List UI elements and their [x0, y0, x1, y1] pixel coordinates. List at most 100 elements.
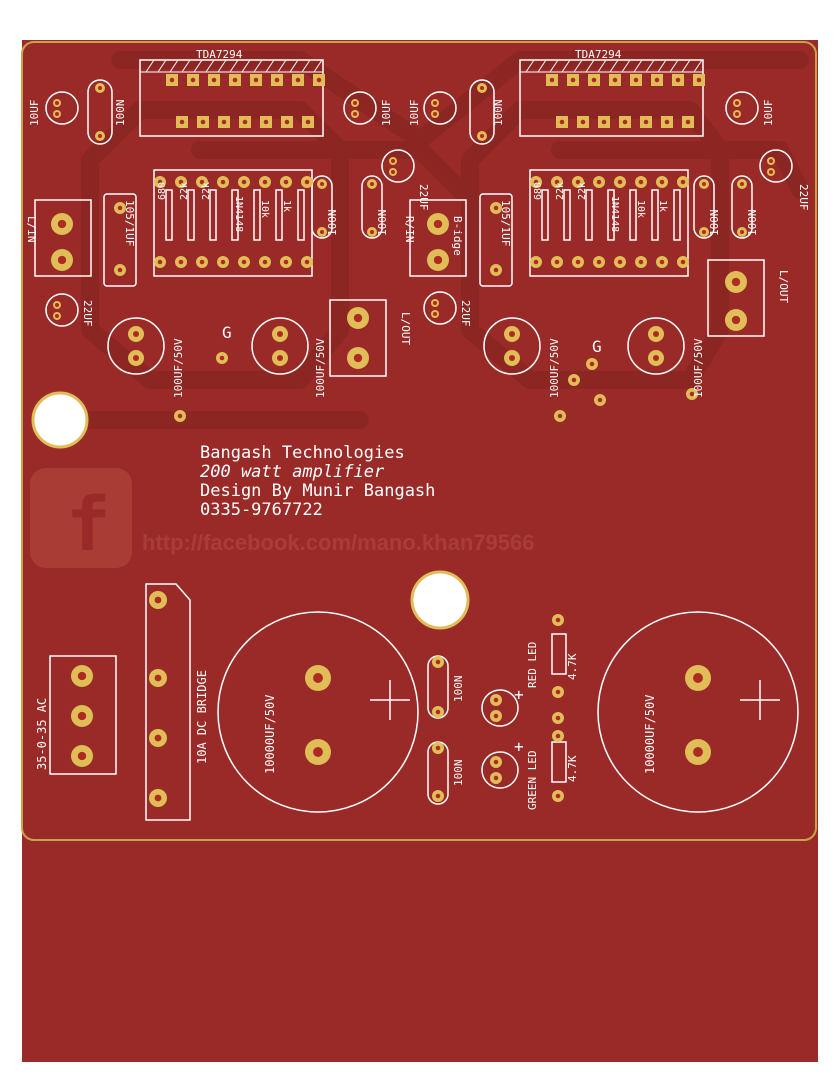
pad-hole	[664, 119, 670, 125]
label-cap-22uf: 22UF	[459, 300, 472, 327]
pad-hole	[693, 747, 703, 757]
pad-hole	[55, 303, 59, 307]
pad-hole	[304, 259, 310, 265]
pad-hole	[313, 673, 323, 683]
pad-hole	[612, 77, 618, 83]
ic-tda7294-left: TDA7294	[139, 48, 324, 137]
pad-hole	[262, 179, 268, 185]
pad-hole	[533, 179, 539, 185]
pad-hole	[211, 77, 217, 83]
pad-hole	[220, 259, 226, 265]
label-cap-100n: 100N	[708, 210, 721, 237]
pad-hole	[508, 354, 516, 362]
pad-hole	[57, 255, 67, 265]
label-resistor-680: 680	[157, 182, 168, 200]
pad-hole	[132, 354, 140, 362]
pad-hole	[571, 377, 577, 383]
pad-hole	[132, 330, 140, 338]
pad-hole	[601, 119, 607, 125]
pad-hole	[98, 86, 102, 90]
label-diode: 1N4148	[233, 196, 244, 232]
label-cap-105: 105/1UF	[123, 200, 136, 246]
label-resistor-1k: 1k	[281, 200, 292, 212]
pad-hole	[633, 77, 639, 83]
pad-hole	[353, 112, 357, 116]
pad-hole	[370, 230, 374, 234]
pad-hole	[652, 330, 660, 338]
pad-hole	[555, 733, 561, 739]
pad-hole	[769, 159, 773, 163]
label-diode: 1N4148	[609, 196, 620, 232]
label-ground: G	[222, 323, 232, 342]
pad-hole	[638, 259, 644, 265]
designer-info: Bangash Technologies 200 watt amplifier …	[200, 443, 435, 520]
pad-hole	[276, 330, 284, 338]
label-dc-bridge: 10A DC BRIDGE	[195, 670, 209, 764]
pad-hole	[154, 734, 162, 742]
pad-hole	[493, 713, 499, 719]
label-ground: G	[592, 337, 602, 356]
pad-hole	[555, 689, 561, 695]
pad-hole	[652, 354, 660, 362]
silkscreen-outlines	[34, 79, 799, 821]
pad-hole	[435, 745, 441, 751]
pad-hole	[433, 112, 437, 116]
pad-hole	[557, 413, 563, 419]
pad-hole	[154, 596, 162, 604]
label-resistor-22k: 22k	[201, 182, 212, 200]
label-out-left: L/OUT	[399, 312, 412, 345]
label-cap-10000uf: 10000UF/50V	[643, 695, 657, 774]
pad-hole	[154, 794, 162, 802]
pad-hole	[693, 673, 703, 683]
pad-hole	[295, 77, 301, 83]
info-designer: Design By Munir Bangash	[200, 481, 435, 501]
ic-tda7294-right: TDA7294	[519, 48, 704, 137]
info-company: Bangash Technologies	[200, 443, 405, 463]
label-cap-100uf: 100UF/50V	[692, 338, 705, 398]
board-outline	[21, 41, 817, 841]
pad-hole	[675, 77, 681, 83]
label-cap-10000uf: 10000UF/50V	[263, 695, 277, 774]
label-cap-100uf: 100UF/50V	[172, 338, 185, 398]
pad-hole	[190, 77, 196, 83]
label-cap-22uf: 22UF	[797, 184, 810, 211]
pad-hole	[178, 179, 184, 185]
pad-hole	[313, 747, 323, 757]
pad-hole	[117, 205, 123, 211]
pad-hole	[178, 259, 184, 265]
pad-hole	[98, 134, 102, 138]
label-resistor-4k7: 4.7K	[566, 653, 579, 680]
pad-hole	[169, 77, 175, 83]
pad-hole	[659, 179, 665, 185]
pad-hole	[283, 179, 289, 185]
pad-hole	[435, 709, 441, 715]
label-resistor-1k: 1k	[657, 200, 668, 212]
label-cap-100n: 100N	[326, 210, 339, 237]
pad-hole	[241, 179, 247, 185]
pad-hole	[117, 267, 123, 273]
pad-hole	[617, 259, 623, 265]
pad-hole	[77, 751, 87, 761]
pad-hole	[617, 179, 623, 185]
facebook-watermark: f http://facebook.com/mano.khan79566	[30, 468, 534, 568]
label-cap-22uf: 22UF	[417, 184, 430, 211]
pad-hole	[731, 315, 741, 325]
pad-hole	[680, 259, 686, 265]
label-cap-100n: 100N	[376, 210, 389, 237]
label-cap-100n: 100N	[452, 676, 465, 703]
pad-hole	[433, 301, 437, 305]
pad-hole	[493, 697, 499, 703]
pad-hole	[596, 259, 602, 265]
label-cap-100n: 100N	[492, 100, 505, 127]
pad-hole	[262, 259, 268, 265]
facebook-logo-letter: f	[66, 482, 111, 568]
label-red-led: RED LED	[526, 642, 539, 688]
label-in-right: R/IN	[403, 216, 416, 243]
pad-hole	[353, 101, 357, 105]
pad-hole	[77, 671, 87, 681]
pad-hole	[689, 391, 695, 397]
pad-hole	[597, 397, 603, 403]
label-cap-10uf: 10UF	[762, 100, 775, 127]
label-resistor-680: 680	[533, 182, 544, 200]
pad-hole	[493, 759, 499, 765]
